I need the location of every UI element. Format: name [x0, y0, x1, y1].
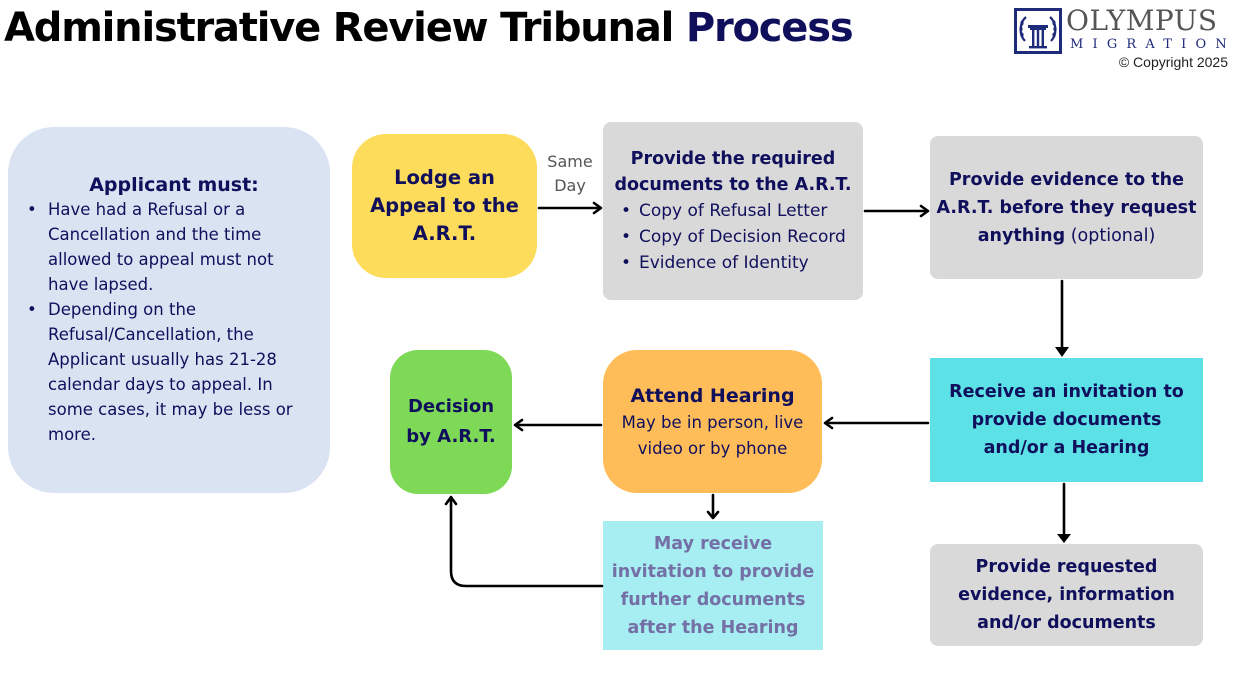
arrow-head-up — [444, 495, 458, 506]
step-text-bold: anything — [977, 225, 1066, 246]
step-text: Receive an invitation to — [949, 382, 1184, 402]
arrow-head-left — [823, 416, 834, 430]
applicant-requirement: Have had a Refusal or a Cancellation and… — [24, 197, 314, 297]
same-day-label: Same Day — [542, 150, 598, 198]
applicant-heading: Applicant must: — [89, 174, 259, 196]
arrow-head-down — [1055, 347, 1069, 357]
page-title: Administrative Review Tribunal Process — [4, 2, 854, 54]
step-heading: documents to the A.R.T. — [614, 175, 852, 195]
arrow-head-right — [919, 204, 930, 218]
optional-label: (optional) — [1065, 225, 1156, 246]
step-heading: Provide the required — [630, 149, 836, 169]
applicant-requirements-list: Have had a Refusal or a Cancellation and… — [24, 197, 314, 447]
step-text: May be in person, live — [621, 412, 804, 432]
step-text: Lodge an — [394, 166, 495, 189]
step-text: and/or documents — [977, 613, 1156, 633]
step-text: provide documents — [971, 410, 1162, 430]
same-day-text: Day — [554, 176, 586, 195]
step-text: by A.R.T. — [406, 426, 496, 447]
step-text: anything (optional) — [978, 222, 1156, 250]
arrow-head-left — [513, 418, 524, 432]
step-text: A.R.T. before they request — [936, 197, 1197, 218]
step-text: Decision — [407, 396, 495, 417]
step-receive-invitation: Receive an invitation to provide documen… — [930, 358, 1203, 482]
required-document-item: Copy of Refusal Letter — [613, 198, 853, 224]
title-main: Administrative Review Tribunal — [4, 5, 686, 51]
step-further-documents: May receive invitation to provide furthe… — [603, 521, 823, 650]
step-text: A.R.T. — [412, 222, 477, 245]
step-text: further documents — [620, 589, 806, 610]
title-accent: Process — [685, 5, 854, 51]
step-text: and/or a Hearing — [983, 438, 1150, 458]
step-heading: Attend Hearing — [630, 384, 795, 407]
arrow-head-right — [592, 201, 603, 215]
applicant-requirement: Depending on the Refusal/Cancellation, t… — [24, 297, 314, 447]
logo-name: OLYMPUS — [1066, 4, 1218, 37]
step-provide-required-documents: Provide the required documents to the A.… — [603, 122, 863, 300]
required-document-item: Evidence of Identity — [613, 250, 853, 276]
step-provide-evidence-optional: Provide evidence to the A.R.T. before th… — [930, 136, 1203, 279]
copyright-text: © Copyright 2025 — [1118, 54, 1228, 70]
step-text: evidence, information — [958, 585, 1175, 605]
step-provide-requested-evidence: Provide requested evidence, information … — [930, 544, 1203, 646]
step-lodge-appeal: Lodge an Appeal to the A.R.T. — [352, 134, 537, 278]
same-day-text: Same — [547, 152, 593, 171]
step-text: after the Hearing — [627, 617, 799, 638]
step-text: Appeal to the — [370, 194, 519, 217]
applicant-requirements-box: Applicant must: Have had a Refusal or a … — [8, 127, 330, 493]
required-document-item: Copy of Decision Record — [613, 224, 853, 250]
step-text: video or by phone — [637, 438, 788, 458]
step-text: invitation to provide — [611, 561, 815, 582]
step-attend-hearing: Attend Hearing May be in person, live vi… — [603, 350, 822, 493]
arrow-head-down — [706, 510, 720, 520]
required-documents-list: Copy of Refusal Letter Copy of Decision … — [613, 198, 853, 276]
arrow-head-down — [1057, 534, 1071, 543]
olympus-migration-logo: OLYMPUS MIGRATION © Copyright 2025 — [1014, 4, 1236, 72]
step-text: Provide requested — [975, 557, 1158, 577]
step-decision: Decision by A.R.T. — [390, 350, 512, 494]
step-text: May receive — [653, 533, 773, 554]
greek-column-laurel-icon — [1014, 8, 1062, 54]
arrow-further-to-decision — [449, 497, 604, 588]
logo-subtitle: MIGRATION — [1070, 37, 1236, 52]
step-text: Provide evidence to the — [948, 169, 1184, 190]
